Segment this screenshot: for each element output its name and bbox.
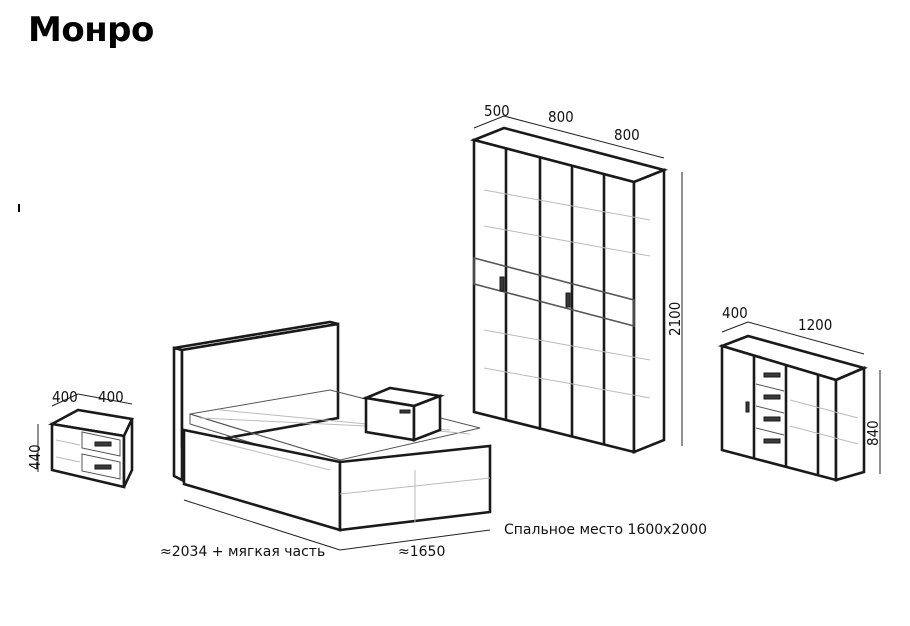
dresser-width-label: 1200 bbox=[798, 316, 832, 334]
nightstand-width-label: 400 bbox=[52, 388, 78, 406]
nightstand-dimensions: 400 400 440 bbox=[26, 388, 133, 472]
nightstand-depth-label: 400 bbox=[98, 388, 124, 406]
dresser-depth-label: 400 bbox=[722, 304, 748, 322]
wardrobe-depth-label: 500 bbox=[484, 102, 510, 120]
page-title: Монро bbox=[28, 10, 154, 50]
sleeping-place-label: Спальное место 1600х2000 bbox=[504, 522, 707, 538]
dresser-dimensions: 400 1200 840 bbox=[721, 304, 882, 474]
wardrobe-height-label: 2100 bbox=[666, 302, 684, 336]
bed-drawing bbox=[172, 320, 492, 532]
nightstand-drawing bbox=[48, 408, 134, 489]
wardrobe-section2-label: 800 bbox=[614, 126, 640, 144]
bed-dimensions: ≈2034 + мягкая часть ≈1650 Спальное мест… bbox=[160, 499, 707, 560]
wardrobe-dimensions: 500 800 800 2100 bbox=[473, 102, 684, 446]
bed-length-label: ≈2034 + мягкая часть bbox=[160, 544, 325, 560]
dresser-drawing bbox=[717, 334, 868, 482]
bed-width-label: ≈1650 bbox=[398, 544, 445, 560]
dresser-height-label: 840 bbox=[864, 420, 882, 446]
wardrobe-drawing bbox=[469, 126, 669, 454]
bed-nightstand-drawing bbox=[361, 386, 445, 442]
wardrobe-section1-label: 800 bbox=[548, 108, 574, 126]
nightstand-height-label: 440 bbox=[26, 444, 44, 470]
